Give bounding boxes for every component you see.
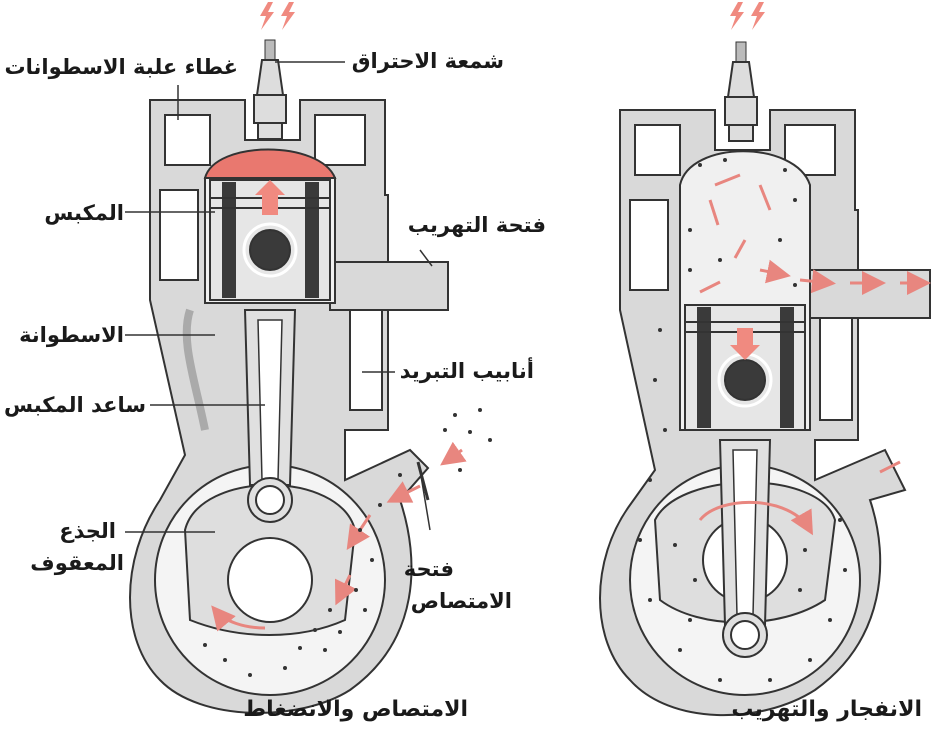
crankcase-label-line1: الجذع: [59, 519, 116, 543]
exhaust-port-label: فتحة التهريب: [407, 213, 546, 237]
spark-plug: [724, 41, 758, 142]
cylinder-label: الاسطوانة: [19, 323, 124, 347]
left-engine: [125, 2, 492, 714]
combustion-chamber: [203, 148, 337, 179]
connecting-rod-label: ساعد المكبس: [4, 393, 146, 417]
spark-plug: [253, 39, 287, 140]
intake-port-label-line1: فتحة: [403, 557, 454, 581]
spark-plug-label: شمعة الاحتراق: [351, 49, 504, 73]
cooling-fins-label: أنابيب التبريد: [399, 359, 534, 383]
crankcase-label-line2: المعقوف: [30, 551, 124, 575]
left-caption: الامتصاص والانضغاط: [243, 697, 468, 722]
cylinder-head-label: غطاء علبة الاسطوانات: [4, 55, 238, 79]
piston: [684, 304, 806, 431]
piston-label: المكبس: [44, 201, 124, 225]
right-engine: [599, 2, 931, 717]
lightning-bolt-icon: [730, 2, 765, 30]
lightning-bolt-icon: [260, 2, 295, 30]
right-caption: الانفجار والتهريب: [731, 697, 922, 722]
connecting-rod: [243, 309, 297, 523]
intake-port-label-line2: الامتصاص: [410, 589, 512, 613]
connecting-rod: [718, 439, 772, 658]
